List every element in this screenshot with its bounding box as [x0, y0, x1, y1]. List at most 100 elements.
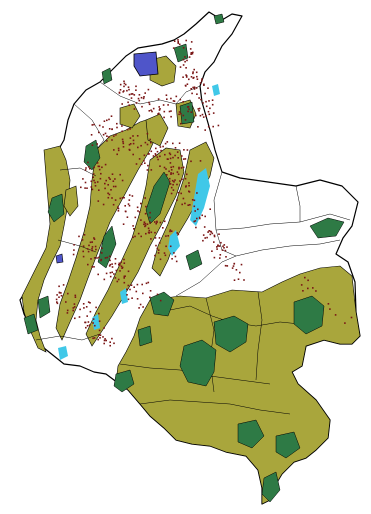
- observation-dot: [137, 232, 140, 235]
- observation-dot: [124, 275, 126, 277]
- observation-dot: [182, 47, 185, 49]
- observation-dot: [109, 344, 111, 347]
- observation-dot: [204, 129, 206, 131]
- observation-dot: [199, 217, 201, 220]
- observation-dot: [107, 136, 110, 138]
- observation-dot: [72, 253, 75, 256]
- observation-dot: [150, 231, 153, 234]
- observation-dot: [203, 226, 206, 228]
- observation-dot: [108, 255, 111, 258]
- observation-dot: [174, 179, 176, 181]
- observation-dot: [112, 180, 115, 182]
- observation-dot: [152, 107, 155, 110]
- observation-dot: [140, 235, 142, 238]
- observation-dot: [179, 98, 182, 101]
- observation-dot: [121, 130, 123, 133]
- observation-dot: [186, 59, 188, 62]
- observation-dot: [217, 124, 220, 127]
- observation-dot: [158, 106, 160, 108]
- observation-dot: [216, 248, 218, 250]
- observation-dot: [158, 242, 161, 244]
- observation-dot: [104, 187, 106, 190]
- observation-dot: [202, 102, 204, 104]
- observation-dot: [193, 220, 195, 223]
- observation-dot: [237, 278, 240, 280]
- observation-dot: [184, 119, 187, 121]
- olive-zone-west-small: [63, 185, 79, 217]
- observation-dot: [168, 110, 171, 113]
- observation-dot: [208, 113, 211, 116]
- observation-dot: [89, 241, 92, 244]
- observation-dot: [213, 241, 215, 243]
- observation-dot: [97, 273, 99, 276]
- observation-dot: [135, 89, 137, 91]
- observation-dot: [150, 169, 153, 171]
- observation-dot: [158, 109, 161, 111]
- observation-dot: [182, 197, 185, 200]
- observation-dot: [205, 105, 208, 108]
- observation-dot: [140, 163, 143, 166]
- observation-dot: [65, 301, 67, 303]
- observation-dot: [91, 266, 93, 268]
- observation-dot: [225, 256, 227, 258]
- observation-dot: [114, 185, 117, 188]
- observation-dot: [174, 154, 176, 157]
- observation-dot: [196, 217, 198, 220]
- observation-dot: [121, 103, 123, 105]
- observation-dot: [191, 92, 193, 95]
- observation-dot: [148, 101, 150, 104]
- observation-dot: [92, 318, 95, 320]
- observation-dot: [129, 288, 131, 291]
- observation-dot: [127, 284, 130, 287]
- observation-dot: [119, 197, 122, 200]
- observation-dot: [126, 89, 128, 92]
- observation-dot: [66, 312, 69, 314]
- observation-dot: [110, 115, 113, 117]
- observation-dot: [190, 53, 192, 55]
- observation-dot: [82, 303, 85, 305]
- observation-dot: [172, 183, 174, 186]
- observation-dot: [307, 287, 309, 290]
- observation-dot: [128, 194, 131, 196]
- observation-dot: [172, 156, 174, 159]
- observation-dot: [93, 257, 96, 259]
- observation-dot: [97, 165, 100, 168]
- observation-dot: [173, 40, 176, 42]
- observation-dot: [133, 108, 136, 110]
- observation-dot: [85, 306, 88, 308]
- observation-dot: [102, 336, 104, 338]
- observation-dot: [97, 338, 99, 341]
- observation-dot: [182, 158, 185, 160]
- observation-dot: [177, 233, 180, 236]
- observation-dot: [118, 262, 121, 265]
- observation-dot: [196, 192, 198, 194]
- observation-dot: [175, 260, 178, 263]
- observation-dot: [177, 42, 179, 44]
- observation-dot: [136, 135, 139, 137]
- forest-patch-amazon-east: [293, 295, 325, 335]
- observation-dot: [182, 114, 185, 117]
- observation-dot: [176, 151, 179, 153]
- observation-dot: [190, 111, 193, 113]
- observation-dot: [148, 153, 150, 155]
- observation-dot: [137, 97, 140, 100]
- observation-dot: [199, 114, 202, 117]
- forest-patch-north-3: [101, 67, 113, 85]
- observation-dot: [136, 283, 139, 286]
- observation-dot: [193, 205, 196, 208]
- observation-dot: [126, 294, 128, 296]
- observation-dot: [147, 281, 150, 284]
- observation-dot: [114, 258, 117, 260]
- observation-dot: [170, 166, 172, 169]
- observation-dot: [212, 125, 214, 128]
- observation-dot: [122, 223, 125, 225]
- observation-dot: [123, 90, 125, 92]
- observation-dot: [164, 153, 166, 156]
- observation-dot: [169, 183, 172, 185]
- observation-dot: [188, 191, 191, 193]
- observation-dot: [130, 93, 133, 95]
- observation-dot: [183, 149, 185, 151]
- observation-dot: [180, 122, 182, 125]
- observation-dot: [129, 128, 131, 130]
